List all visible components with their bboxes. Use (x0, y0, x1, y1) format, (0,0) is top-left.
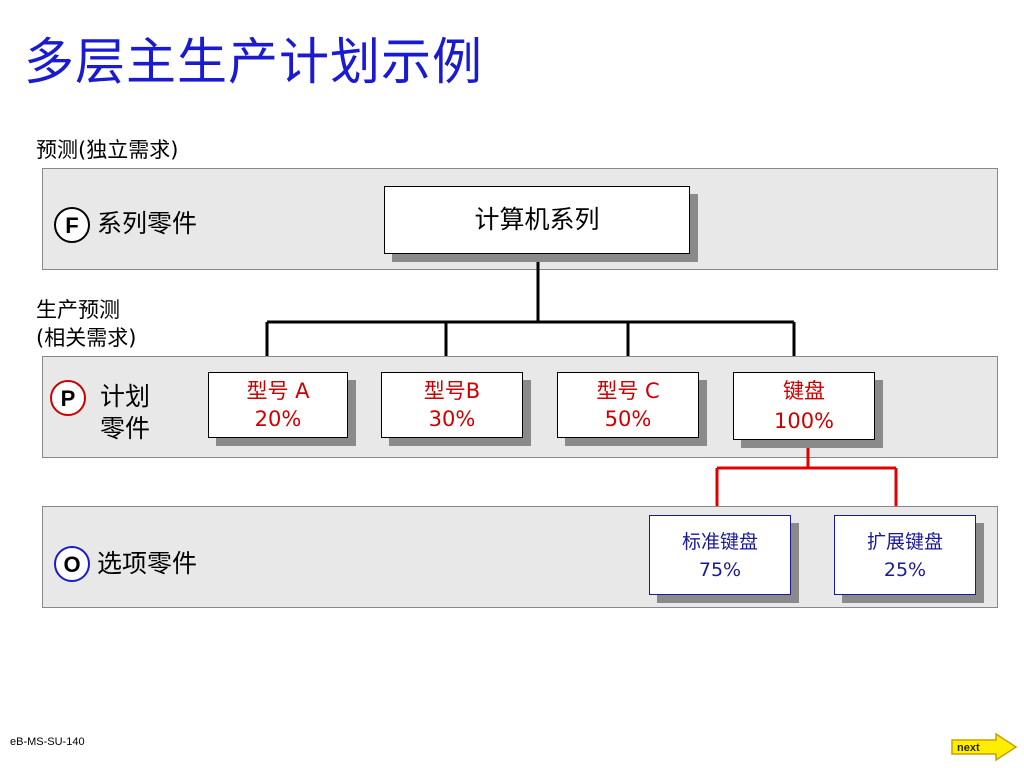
production-forecast-line2: (相关需求) (36, 326, 137, 350)
production-forecast-line1: 生产预测 (36, 298, 120, 322)
planning-level-name-line2: 零件 (100, 414, 151, 443)
node-keyboard: 键盘 100% (733, 372, 875, 440)
node-extended-keyboard: 扩展键盘 25% (834, 515, 976, 595)
node-model-a-pct: 20% (254, 407, 302, 431)
next-button-label: next (957, 742, 980, 754)
node-model-c-name: 型号 C (596, 379, 660, 403)
page-title: 多层主生产计划示例 (24, 33, 483, 91)
slide-code: eB-MS-SU-140 (10, 736, 85, 748)
node-model-a: 型号 A 20% (208, 372, 348, 438)
node-model-b: 型号B 30% (381, 372, 523, 438)
family-level-badge: F (54, 207, 90, 243)
planning-level-name-line1: 计划 (100, 382, 151, 411)
planning-level-badge: P (50, 380, 86, 416)
node-keyboard-name: 键盘 (783, 379, 825, 403)
node-standard-keyboard-name: 标准键盘 (681, 531, 758, 553)
node-computer-family-label: 计算机系列 (474, 205, 600, 234)
node-model-c-pct: 50% (604, 407, 652, 431)
node-model-b-name: 型号B (423, 379, 481, 403)
node-model-a-name: 型号 A (246, 379, 310, 403)
node-computer-family: 计算机系列 (384, 186, 690, 254)
option-level-badge: O (54, 546, 90, 582)
planning-level-name: 计划 零件 (100, 381, 150, 445)
node-model-c: 型号 C 50% (557, 372, 699, 438)
option-level-name: 选项零件 (97, 549, 198, 578)
family-level-name: 系列零件 (97, 209, 198, 238)
node-extended-keyboard-pct: 25% (883, 559, 927, 581)
node-extended-keyboard-name: 扩展键盘 (866, 531, 943, 553)
node-model-b-pct: 30% (428, 407, 476, 431)
forecast-label: 预测(独立需求) (36, 138, 179, 162)
node-keyboard-pct: 100% (773, 409, 835, 433)
production-forecast-label: 生产预测 (相关需求) (36, 296, 136, 352)
next-button[interactable]: next (950, 732, 1020, 762)
next-arrow-icon (951, 732, 1018, 762)
node-standard-keyboard: 标准键盘 75% (649, 515, 791, 595)
node-standard-keyboard-pct: 75% (698, 559, 742, 581)
